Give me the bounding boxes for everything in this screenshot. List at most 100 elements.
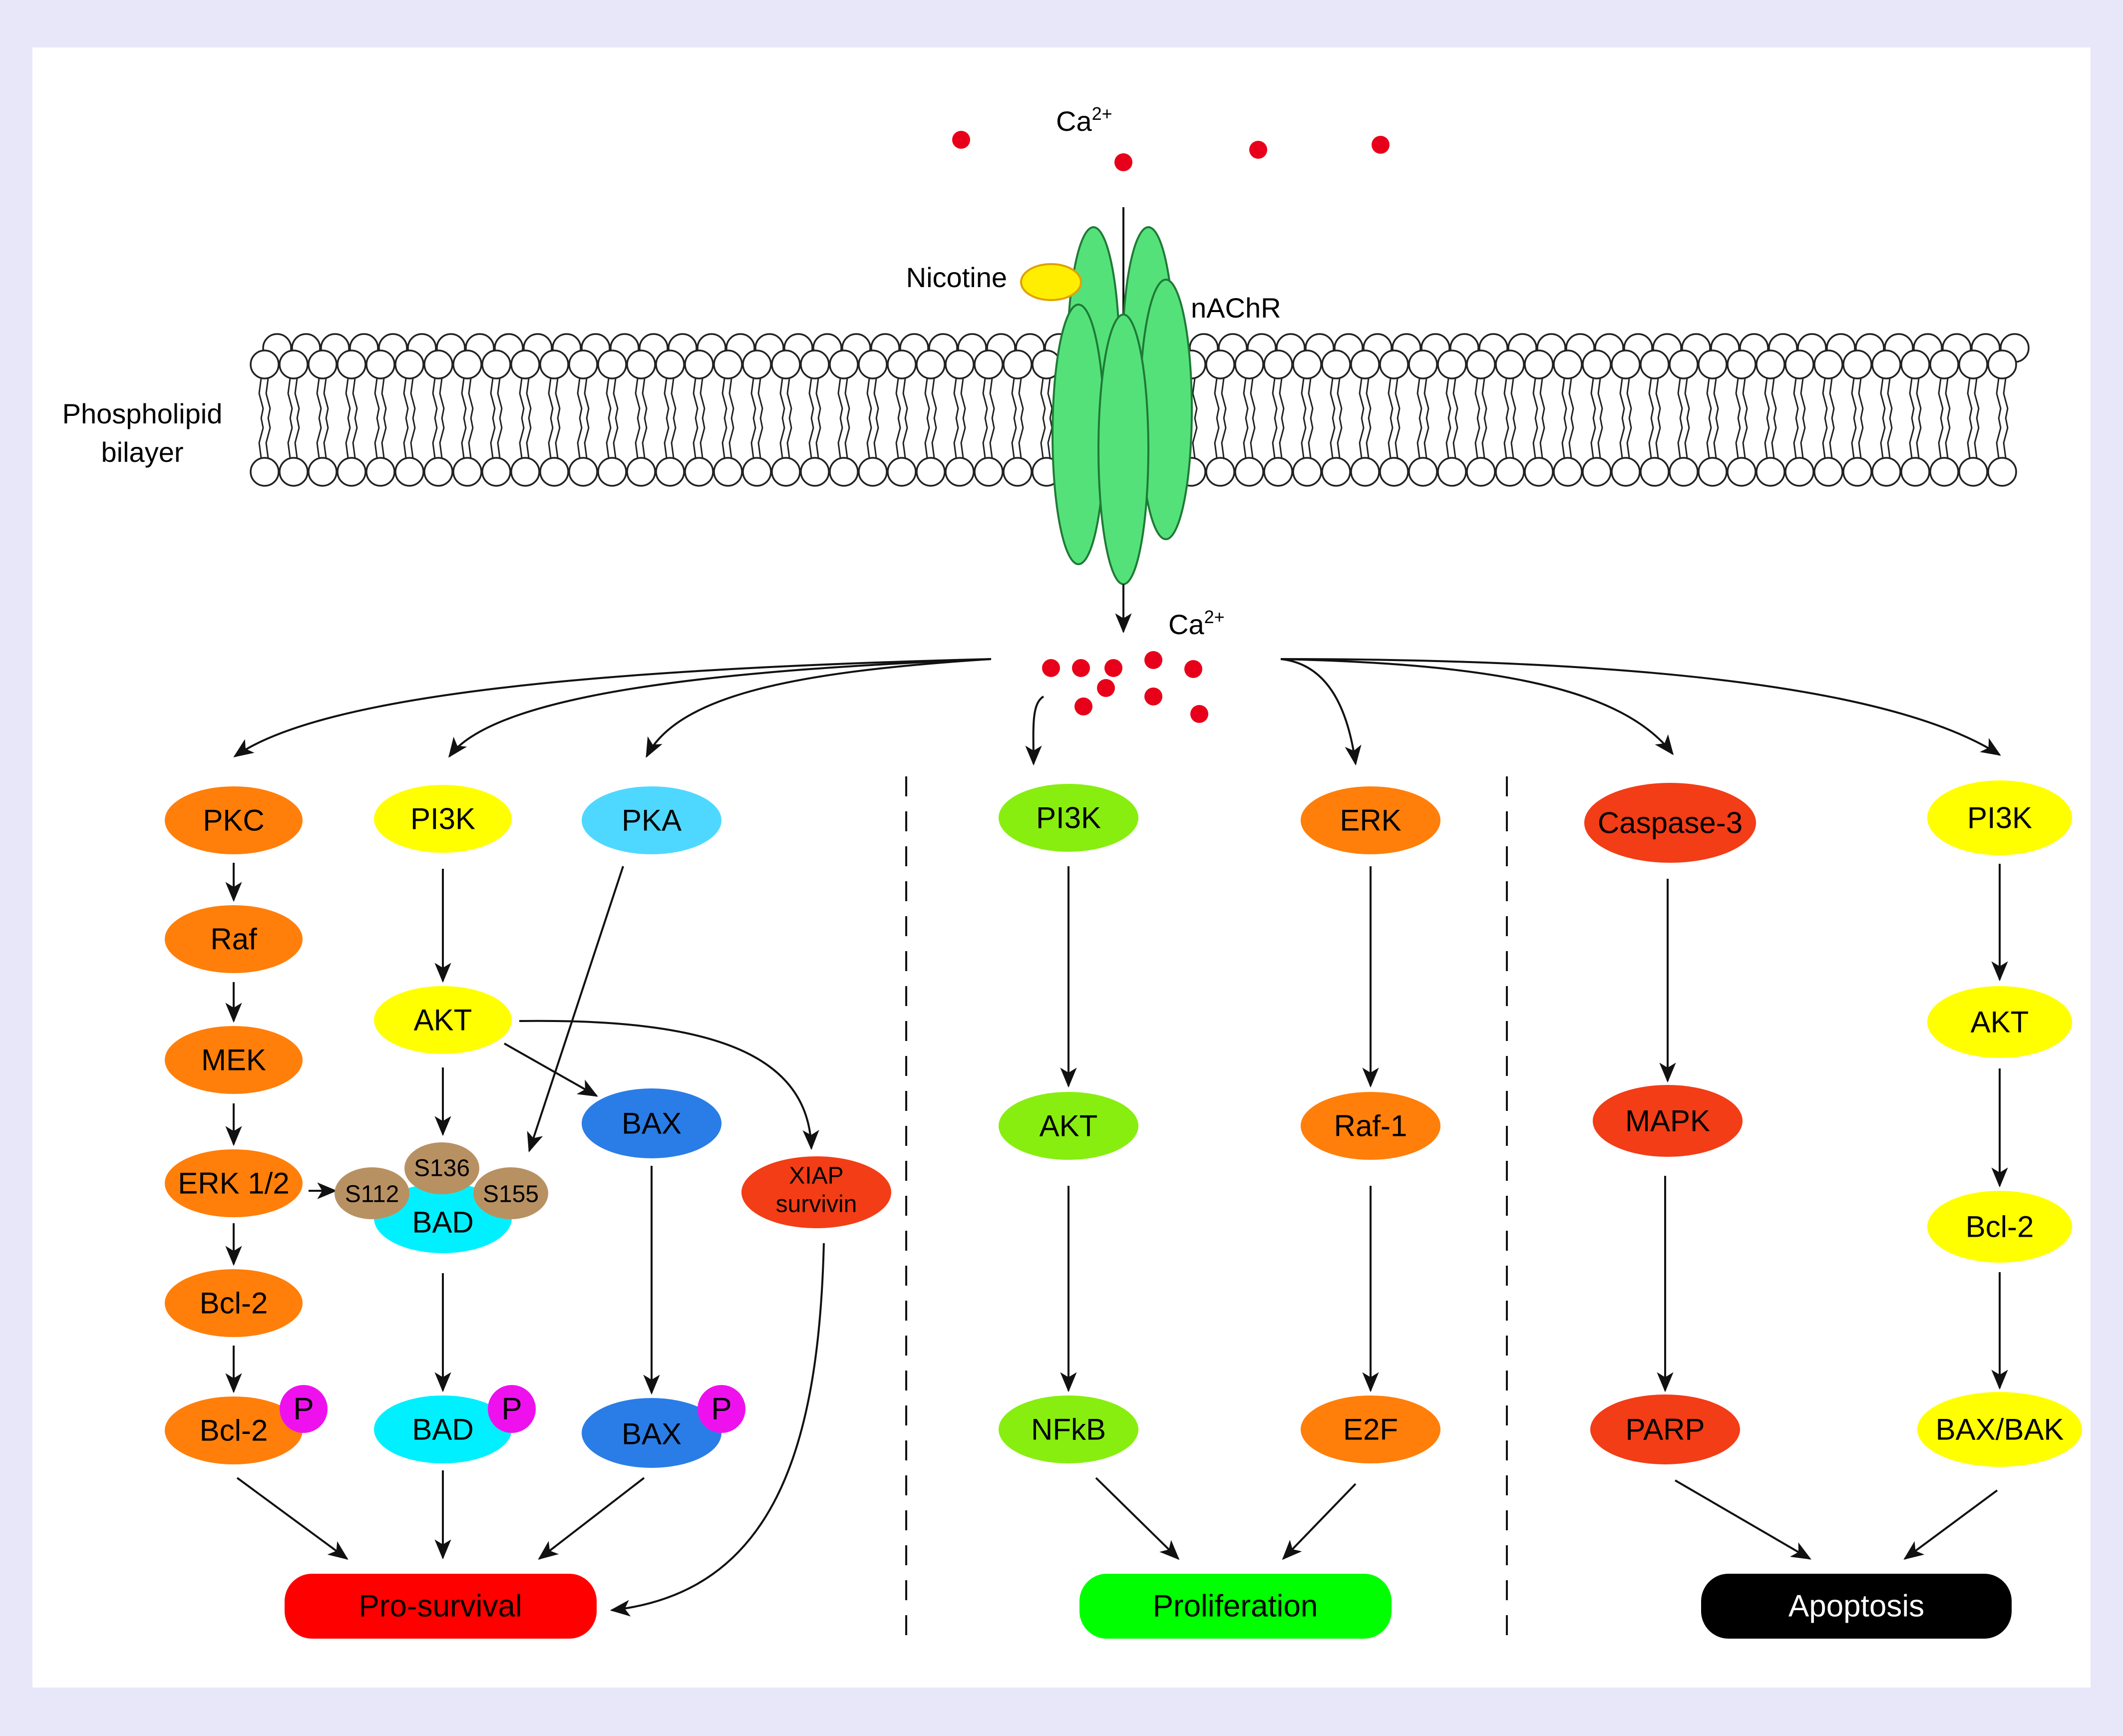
- lipid-tail: [728, 378, 734, 419]
- lipid-tail: [1822, 417, 1828, 458]
- bcl2-node: Bcl-2: [165, 1269, 303, 1337]
- lipid-tail: [345, 378, 351, 419]
- membrane-label-line2: bilayer: [101, 436, 184, 468]
- lipid-tail: [1597, 417, 1603, 458]
- lipid-head: [1698, 349, 1728, 379]
- lipid-tail: [960, 378, 966, 419]
- lipid-tail: [1561, 378, 1567, 419]
- lipid-tail: [1916, 417, 1922, 458]
- mek-shape: [165, 1026, 303, 1094]
- lipid-head: [800, 349, 830, 379]
- apoptosis-label: Apoptosis: [1788, 1589, 1924, 1624]
- lipid-tail: [866, 378, 872, 419]
- lipid-tail: [323, 378, 329, 419]
- raf1-shape: [1301, 1092, 1440, 1160]
- lipid-tail: [989, 378, 995, 419]
- lipid-head: [1205, 457, 1235, 487]
- bcl2-phospho-label: Bcl-2: [200, 1414, 268, 1447]
- lipid-tail: [1423, 378, 1429, 419]
- lipid-tail: [439, 417, 445, 458]
- pi3k-apop-node: PI3K: [1927, 780, 2072, 855]
- lipid-tail: [1858, 378, 1864, 419]
- pkc-label: PKC: [203, 804, 264, 837]
- bcl2-label: Bcl-2: [200, 1287, 268, 1320]
- lipid-tail: [786, 417, 792, 458]
- pi3k-apop-shape: [1927, 780, 2072, 855]
- lipid-tail: [1996, 417, 2002, 458]
- lipid-tail: [1677, 378, 1683, 419]
- lipid-tail: [1771, 417, 1777, 458]
- lipid-head: [1495, 457, 1525, 487]
- lipid-tail: [982, 417, 988, 458]
- lipid-tail: [1250, 417, 1256, 458]
- calcium-branch-arrows: [233, 658, 2001, 766]
- lipid-head: [1842, 457, 1872, 487]
- lipid-tail: [1626, 378, 1632, 419]
- lipid-head: [1205, 349, 1235, 379]
- akt-apop-node: AKT: [1927, 986, 2072, 1058]
- lipid-tail: [1301, 417, 1307, 458]
- lipid-head: [1466, 457, 1496, 487]
- phosphate-badge: [280, 1385, 328, 1433]
- pi3k-shape: [374, 785, 512, 853]
- lipid-tail: [837, 378, 843, 419]
- lipid-head: [423, 457, 453, 487]
- lipid-tail: [294, 417, 300, 458]
- lipid-tail: [989, 417, 995, 458]
- lipid-head: [308, 349, 338, 379]
- lipid-tail: [895, 417, 901, 458]
- lipid-tail: [757, 417, 763, 458]
- arrow-e2f-proliferation: [1282, 1483, 1357, 1560]
- lipid-head: [1263, 457, 1293, 487]
- lipid-tail: [1597, 378, 1603, 419]
- lipid-tail: [519, 378, 525, 419]
- lipid-tail: [1938, 378, 1944, 419]
- lipid-tail: [1272, 417, 1278, 458]
- lipid-tail: [432, 417, 438, 458]
- bax-shape: [582, 1088, 721, 1158]
- lipid-head: [1437, 457, 1467, 487]
- nicotine-label: Nicotine: [906, 262, 1007, 293]
- lipid-tail: [403, 417, 409, 458]
- lipid-tail: [953, 417, 959, 458]
- lipid-tail: [1590, 417, 1596, 458]
- pi3k-label: PI3K: [410, 802, 475, 836]
- lipid-tail: [526, 417, 532, 458]
- arrow-to-pi3k-apop: [1280, 658, 2001, 756]
- lipid-tail: [1416, 417, 1422, 458]
- pro-survival-box: [285, 1574, 597, 1639]
- lipid-head: [1350, 457, 1380, 487]
- lipid-head: [1379, 457, 1409, 487]
- lipid-tail: [1388, 417, 1394, 458]
- lipid-head: [1813, 349, 1843, 379]
- mapk-shape: [1593, 1085, 1743, 1157]
- lipid-tail: [1764, 378, 1770, 419]
- bax-phospho-label: BAX: [622, 1417, 682, 1451]
- lipid-tail: [1851, 378, 1857, 419]
- receptor-subunit: [1052, 304, 1105, 565]
- lipid-tail: [265, 417, 271, 458]
- calcium-label-inside: Ca2+: [1168, 607, 1225, 640]
- parp-shape: [1590, 1394, 1740, 1464]
- calcium-ion: [1190, 705, 1208, 723]
- lipid-tail: [374, 417, 380, 458]
- akt-prolif-label: AKT: [1040, 1109, 1098, 1143]
- lipid-tail: [1221, 417, 1227, 458]
- lipid-tail: [577, 417, 583, 458]
- lipid-tail: [779, 378, 785, 419]
- lipid-tail: [700, 417, 706, 458]
- lipid-tail: [1887, 417, 1893, 458]
- lipid-head: [1003, 349, 1033, 379]
- pi3k-prolif-shape: [999, 784, 1138, 852]
- erk-label: ERK: [1340, 804, 1401, 837]
- bad-phospho-node: BAD P: [374, 1385, 536, 1463]
- bcl2-apop-label: Bcl-2: [1966, 1210, 2034, 1244]
- lipid-head: [1408, 349, 1438, 379]
- lipid-tail: [664, 417, 670, 458]
- arrow-parp-apoptosis: [1674, 1479, 1811, 1560]
- baxbak-node: BAX/BAK: [1917, 1392, 2082, 1467]
- lipid-head: [365, 457, 395, 487]
- apoptosis-box: [1701, 1574, 2012, 1639]
- lipid-tail: [1395, 417, 1401, 458]
- lipid-tail: [1887, 378, 1893, 419]
